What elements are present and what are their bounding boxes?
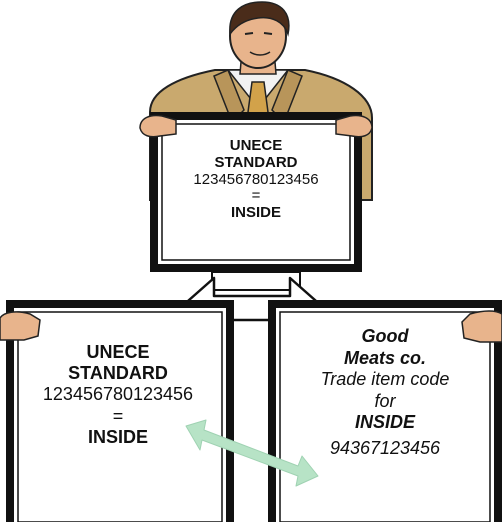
left-sign-frame <box>6 300 234 522</box>
left-sign-equals: = <box>112 405 124 426</box>
green-link-arrow <box>185 419 319 487</box>
left-sign-value: INSIDE <box>87 426 148 447</box>
right-sign-value: INSIDE <box>354 412 415 433</box>
left-sign-line1: UNECE <box>86 342 150 362</box>
top-sign-equals: = <box>251 187 261 205</box>
top-sign-code: 123456780123456 <box>193 170 319 188</box>
right-sign-text: Good Meats co. Trade item code for INSID… <box>282 326 488 460</box>
top-sign-hands <box>139 114 373 138</box>
top-sign-value: INSIDE <box>230 204 281 222</box>
top-sign-frame <box>150 112 362 272</box>
right-sign-company-line1: Good <box>361 326 409 346</box>
left-sign-line2: STANDARD <box>68 363 168 384</box>
left-sign-hand <box>0 311 41 341</box>
right-sign-label-line1: Trade item code <box>320 369 450 390</box>
right-sign-frame <box>268 300 502 522</box>
left-sign-code: 123456780123456 <box>42 384 194 405</box>
top-sign-text: UNECE STANDARD 123456780123456 = INSIDE <box>158 137 354 222</box>
right-sign-hand <box>461 310 502 343</box>
right-sign-code: 94367123456 <box>329 437 441 458</box>
right-sign-label-line2: for <box>374 390 396 411</box>
top-sign-line1: UNECE <box>229 137 283 154</box>
left-sign-text: UNECE STANDARD 123456780123456 = INSIDE <box>18 342 218 448</box>
top-sign-line2: STANDARD <box>214 153 298 171</box>
right-sign-company-line2: Meats co. <box>343 347 427 368</box>
